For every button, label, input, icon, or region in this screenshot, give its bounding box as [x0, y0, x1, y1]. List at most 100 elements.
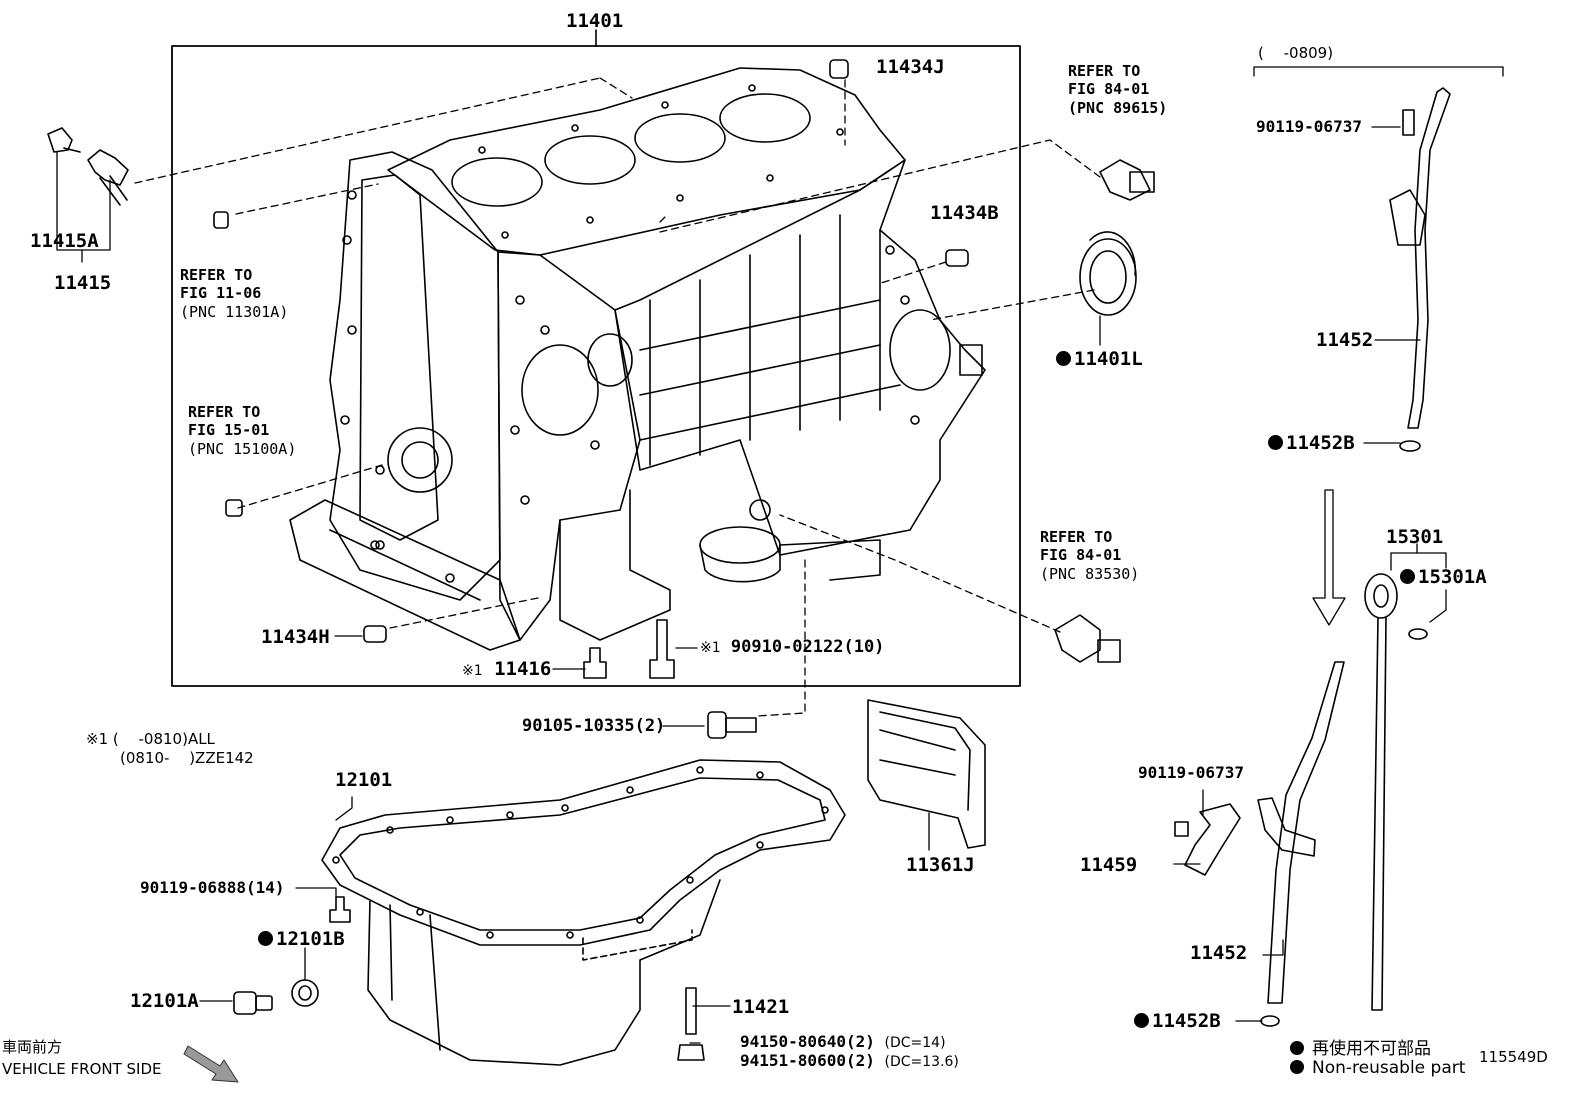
- non-reusable-dot: [258, 931, 273, 946]
- legend-dot: [1290, 1060, 1304, 1074]
- baffle-11361J-drawing: [867, 699, 986, 849]
- ref-line: (PNC 83530): [1040, 564, 1140, 583]
- label-90119-06888[interactable]: 90119-06888(14): [140, 878, 285, 897]
- ref-line: REFER TO: [1040, 528, 1113, 546]
- label-11452B-b[interactable]: 11452B: [1134, 1012, 1221, 1031]
- ref-fig-84-01-a[interactable]: REFER TO FIG 84-01 (PNC 89615): [1068, 62, 1167, 117]
- label-90119-06737-a[interactable]: 90119-06737: [1256, 117, 1362, 136]
- ref-line: (PNC 15100A): [188, 439, 297, 458]
- label-11452-a[interactable]: 11452: [1316, 329, 1374, 351]
- applicability-note: ※1 ( -0810)ALL (0810- )ZZE142: [86, 730, 254, 768]
- mark-1: ※1: [700, 640, 721, 656]
- ref-line: (PNC 11301A): [180, 302, 289, 321]
- label-11452B-a-text: 11452B: [1286, 432, 1355, 454]
- arrow-down: [1312, 489, 1346, 626]
- label-94151-text: 94151-80600(2): [740, 1051, 875, 1070]
- label-11434H[interactable]: 11434H: [261, 626, 330, 648]
- ref-line: REFER TO: [180, 266, 253, 284]
- ref-line: FIG 84-01: [1040, 546, 1122, 565]
- legend-en-text: Non-reusable part: [1312, 1058, 1466, 1078]
- label-94150-dc: (DC=14): [884, 1035, 946, 1051]
- note-line: (0810- )ZZE142: [120, 748, 254, 767]
- legend-jp: 再使用不可部品: [1290, 1034, 1431, 1059]
- label-15301[interactable]: 15301: [1386, 526, 1444, 548]
- label-90910-text: 90910-02122(10): [730, 637, 885, 657]
- bolt-90119-06888: [329, 896, 351, 923]
- ref-fig-84-01-b[interactable]: REFER TO FIG 84-01 (PNC 83530): [1040, 528, 1139, 583]
- label-15301A[interactable]: 15301A: [1400, 568, 1487, 587]
- range-0809: ( -0809): [1258, 44, 1334, 62]
- legend-en: Non-reusable part: [1290, 1058, 1465, 1078]
- label-11401[interactable]: 11401: [566, 10, 624, 32]
- mark-1: ※1: [462, 663, 483, 679]
- bolt-11416: [583, 647, 607, 679]
- label-11401L-text: 11401L: [1074, 348, 1143, 370]
- ref-line: FIG 11-06: [180, 284, 262, 303]
- switch-89615-drawing: [1099, 159, 1155, 201]
- bolt-90105-drawing: [707, 711, 757, 739]
- label-11434J[interactable]: 11434J: [876, 56, 945, 78]
- switch-83530-drawing: [1054, 614, 1121, 663]
- note-line: ※1 ( -0810)ALL: [86, 730, 215, 748]
- label-11415A[interactable]: 11415A: [30, 230, 99, 252]
- legend-jp-text: 再使用不可部品: [1312, 1039, 1431, 1059]
- label-11434B[interactable]: 11434B: [930, 202, 999, 224]
- label-11452-b[interactable]: 11452: [1190, 942, 1248, 964]
- label-15301A-text: 15301A: [1418, 566, 1487, 588]
- label-94150[interactable]: 94150-80640(2) (DC=14): [740, 1032, 946, 1051]
- front-arrow: [183, 1045, 239, 1083]
- ref-line: REFER TO: [1068, 62, 1141, 80]
- pin-15100A: [225, 499, 243, 517]
- non-reusable-dot: [1056, 351, 1071, 366]
- label-11416-text: 11416: [494, 658, 552, 680]
- sensor-11415-drawing: [47, 127, 129, 206]
- label-11415[interactable]: 11415: [54, 272, 112, 294]
- non-reusable-dot: [1400, 569, 1415, 584]
- dipstick-guide-bottom-drawing: [1257, 661, 1345, 1027]
- dipstick-15301-drawing: [1364, 573, 1428, 1011]
- drain-plug-12101A-drawing: [233, 991, 273, 1015]
- label-12101B[interactable]: 12101B: [258, 930, 345, 949]
- dashed-leaders: [134, 77, 1101, 717]
- bracket-11459-drawing: [1174, 803, 1241, 876]
- label-90119-06737-b[interactable]: 90119-06737: [1138, 763, 1244, 782]
- ref-line: FIG 84-01: [1068, 80, 1150, 99]
- ref-line: (PNC 89615): [1068, 98, 1168, 117]
- bolt-90910: [649, 619, 675, 679]
- label-11452B-b-text: 11452B: [1152, 1010, 1221, 1032]
- label-11459[interactable]: 11459: [1080, 854, 1138, 876]
- label-11361J[interactable]: 11361J: [906, 854, 975, 876]
- figure-id: 115549D: [1479, 1048, 1548, 1066]
- non-reusable-dot: [1134, 1013, 1149, 1028]
- nut-94150: [677, 1044, 705, 1061]
- oil-seal-11401L-drawing: [1079, 231, 1137, 316]
- ref-fig-15-01[interactable]: REFER TO FIG 15-01 (PNC 15100A): [188, 403, 296, 458]
- oil-pan-drawing: [321, 759, 846, 1066]
- label-94151[interactable]: 94151-80600(2) (DC=13.6): [740, 1051, 959, 1070]
- gasket-12101B-drawing: [291, 979, 319, 1007]
- label-90910[interactable]: ※1 90910-02122(10): [700, 639, 884, 656]
- label-12101[interactable]: 12101: [335, 769, 393, 791]
- label-12101B-text: 12101B: [276, 928, 345, 950]
- label-90105[interactable]: 90105-10335(2): [522, 716, 666, 736]
- label-94151-dc: (DC=13.6): [884, 1054, 959, 1070]
- legend-dot: [1290, 1041, 1304, 1055]
- front-label-jp: 車両前方: [2, 1038, 63, 1056]
- dipstick-guide-top-drawing: [1389, 87, 1451, 452]
- pin-11434H: [363, 625, 387, 643]
- label-12101A[interactable]: 12101A: [130, 990, 199, 1012]
- label-11416[interactable]: ※1 11416: [462, 660, 551, 679]
- ref-fig-11-06[interactable]: REFER TO FIG 11-06 (PNC 11301A): [180, 266, 288, 321]
- stud-11421: [685, 987, 697, 1035]
- ref-line: REFER TO: [188, 403, 261, 421]
- pin-11301A: [213, 211, 229, 229]
- front-label-en: VEHICLE FRONT SIDE: [2, 1060, 162, 1078]
- label-11421[interactable]: 11421: [732, 996, 790, 1018]
- label-11452B-a[interactable]: 11452B: [1268, 434, 1355, 453]
- label-94150-text: 94150-80640(2): [740, 1032, 875, 1051]
- label-11401L[interactable]: 11401L: [1056, 350, 1143, 369]
- pin-11434B: [945, 249, 969, 267]
- pin-11434J: [829, 59, 849, 79]
